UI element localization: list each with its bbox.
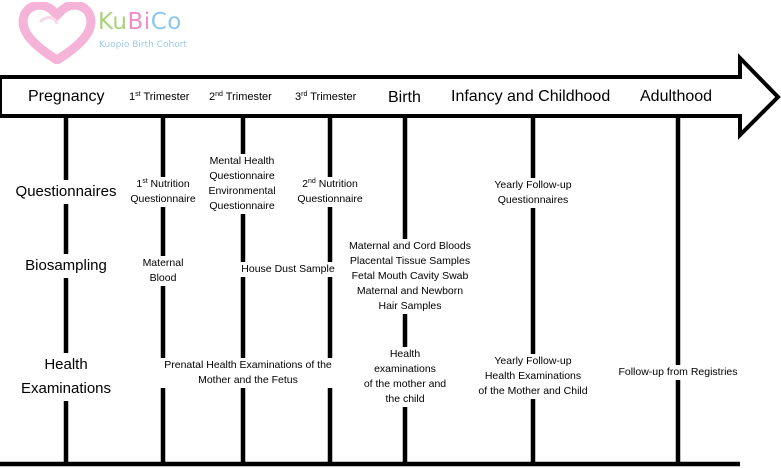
timeline-trimester3: 3rd Trimester bbox=[295, 91, 357, 103]
cell-nutrition-questionnaire-2: 2nd Nutrition Questionnaire bbox=[292, 177, 368, 207]
logo-title: KuBiCo bbox=[98, 9, 182, 35]
row-label-questionnaires: Questionnaires bbox=[6, 180, 126, 204]
timeline-trimester2: 2nd Trimester bbox=[209, 91, 272, 103]
timeline-pregnancy: Pregnancy bbox=[28, 88, 105, 105]
heart-logo-icon bbox=[18, 2, 96, 64]
timeline-infancy-childhood: Infancy and Childhood bbox=[451, 88, 611, 105]
logo-subtitle: Kuopio Birth Cohort bbox=[99, 40, 187, 50]
timeline-birth: Birth bbox=[388, 89, 421, 106]
timeline-trimester1: 1st Trimester bbox=[129, 91, 190, 103]
cell-nutrition-questionnaire-1: 1st Nutrition Questionnaire bbox=[125, 177, 201, 207]
row-label-biosampling: Biosampling bbox=[6, 254, 126, 278]
cell-house-dust-sample: House Dust Sample bbox=[237, 262, 339, 277]
timeline-adulthood: Adulthood bbox=[640, 88, 713, 105]
timeline-arrow bbox=[0, 53, 781, 140]
cell-follow-up-registries: Follow-up from Registries bbox=[614, 365, 742, 380]
